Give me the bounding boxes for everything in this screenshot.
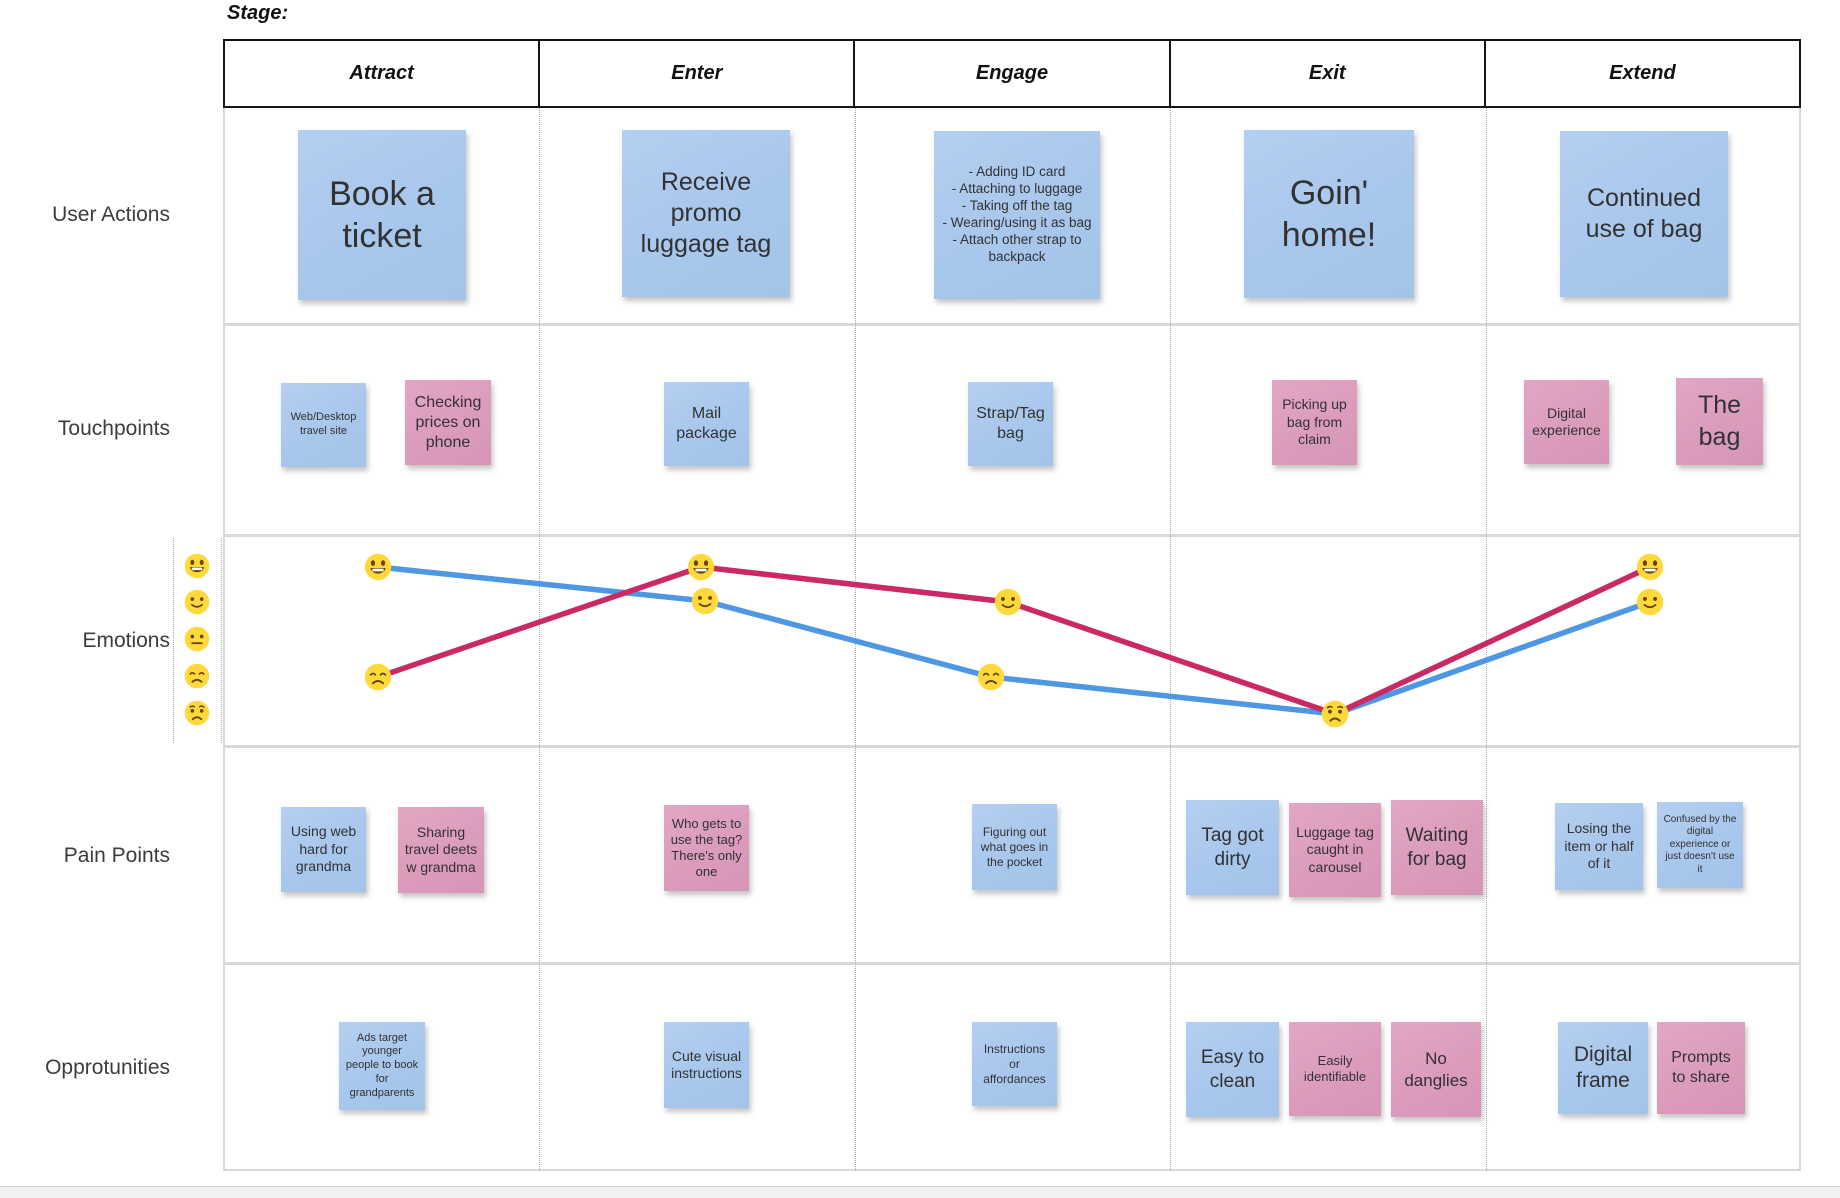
sticky-note-op-no-danglies[interactable]: No danglies bbox=[1391, 1022, 1481, 1117]
emoji-scale-disappointed-icon bbox=[184, 663, 210, 689]
sticky-note-pp-losing-item[interactable]: Losing the item or half of it bbox=[1555, 803, 1643, 890]
stage-header-enter[interactable]: Enter bbox=[538, 41, 853, 106]
row-separator bbox=[223, 962, 1801, 965]
row-label-emotions[interactable]: Emotions bbox=[82, 629, 170, 652]
sticky-note-pp-luggage-caught[interactable]: Luggage tag caught in carousel bbox=[1289, 803, 1381, 897]
row-label-pain-points[interactable]: Pain Points bbox=[63, 844, 170, 867]
column-divider-dotted bbox=[1170, 108, 1171, 1171]
sticky-note-tp-web-desktop[interactable]: Web/Desktop travel site bbox=[281, 383, 366, 467]
sticky-note-op-ads-target[interactable]: Ads target younger people to book for gr… bbox=[339, 1022, 425, 1110]
row-label-user-actions[interactable]: User Actions bbox=[52, 203, 170, 226]
stage-header-engage[interactable]: Engage bbox=[853, 41, 1168, 106]
row-separator bbox=[223, 323, 1801, 326]
emotion-scale-bracket bbox=[221, 538, 222, 743]
emoji-scale-grin-icon bbox=[184, 553, 210, 579]
sticky-note-ua-goin-home[interactable]: Goin' home! bbox=[1244, 130, 1414, 298]
stage-label[interactable]: Stage: bbox=[227, 2, 289, 24]
sticky-note-tp-picking-up-bag[interactable]: Picking up bag from claim bbox=[1272, 380, 1357, 465]
emoji-point-disappointed-icon[interactable] bbox=[977, 663, 1005, 691]
sticky-note-tp-mail-package[interactable]: Mail package bbox=[664, 382, 749, 466]
stage-header-extend[interactable]: Extend bbox=[1483, 41, 1799, 106]
emoji-point-slight-icon[interactable] bbox=[691, 587, 719, 615]
sticky-note-op-digital-frame[interactable]: Digital frame bbox=[1558, 1022, 1648, 1114]
emoji-point-slight-icon[interactable] bbox=[994, 588, 1022, 616]
row-label-touchpoints[interactable]: Touchpoints bbox=[57, 417, 170, 440]
sticky-note-pp-figuring-out[interactable]: Figuring out what goes in the pocket bbox=[972, 804, 1057, 890]
emoji-point-disappointed-icon[interactable] bbox=[364, 663, 392, 691]
stage-header-exit[interactable]: Exit bbox=[1168, 41, 1484, 106]
row-separator bbox=[223, 534, 1801, 537]
emoji-point-worried-icon[interactable] bbox=[1321, 700, 1349, 728]
sticky-note-pp-tag-got-dirty[interactable]: Tag got dirty bbox=[1186, 800, 1279, 895]
sticky-note-ua-continued-use[interactable]: Continued use of bag bbox=[1560, 131, 1728, 297]
sticky-note-op-cute-visual[interactable]: Cute visual instructions bbox=[664, 1022, 749, 1108]
sticky-note-tp-digital-experience[interactable]: Digital experience bbox=[1524, 380, 1609, 464]
emoji-point-slight-icon[interactable] bbox=[1636, 588, 1664, 616]
emotion-scale-bracket bbox=[173, 538, 174, 743]
stage-header-attract[interactable]: Attract bbox=[349, 62, 414, 84]
sticky-note-ua-book-a-ticket[interactable]: Book a ticket bbox=[298, 130, 466, 300]
emoji-point-grin-icon[interactable] bbox=[687, 553, 715, 581]
column-divider-dotted bbox=[855, 108, 856, 1171]
emoji-scale-slight-icon bbox=[184, 589, 210, 615]
column-divider-dotted bbox=[539, 108, 540, 1171]
sticky-note-pp-who-gets-tag[interactable]: Who gets to use the tag? There's only on… bbox=[664, 805, 749, 891]
emoji-point-grin-icon[interactable] bbox=[364, 553, 392, 581]
column-divider-dotted bbox=[1486, 108, 1487, 1171]
sticky-note-op-easily-identifiable[interactable]: Easily identifiable bbox=[1289, 1022, 1381, 1116]
sticky-note-pp-waiting-for-bag[interactable]: Waiting for bag bbox=[1391, 800, 1483, 895]
sticky-note-op-prompts-to-share[interactable]: Prompts to share bbox=[1657, 1022, 1745, 1114]
row-separator bbox=[223, 745, 1801, 748]
sticky-note-tp-strap-tag-bag[interactable]: Strap/Tag bag bbox=[968, 382, 1053, 466]
sticky-note-ua-engage-list[interactable]: - Adding ID card - Attaching to luggage … bbox=[934, 131, 1100, 299]
sticky-note-ua-receive-promo[interactable]: Receive promo luggage tag bbox=[622, 130, 790, 297]
sticky-note-op-easy-to-clean[interactable]: Easy to clean bbox=[1186, 1022, 1279, 1117]
emoji-point-grin-icon[interactable] bbox=[1636, 553, 1664, 581]
emoji-scale-neutral-icon bbox=[184, 626, 210, 652]
sticky-note-tp-checking-prices[interactable]: Checking prices on phone bbox=[405, 380, 491, 465]
sticky-note-op-instructions[interactable]: Instructions or affordances bbox=[972, 1022, 1057, 1106]
sticky-note-pp-confused-digital[interactable]: Confused by the digital experience or ju… bbox=[1657, 802, 1743, 888]
canvas-bottom-edge bbox=[0, 1186, 1840, 1198]
sticky-note-pp-sharing-deets[interactable]: Sharing travel deets w grandma bbox=[398, 807, 484, 893]
emoji-scale-worried-icon bbox=[184, 700, 210, 726]
row-label-opprotunities[interactable]: Opprotunities bbox=[45, 1056, 170, 1079]
sticky-note-tp-the-bag[interactable]: The bag bbox=[1676, 378, 1763, 465]
sticky-note-pp-using-web[interactable]: Using web hard for grandma bbox=[281, 807, 366, 892]
